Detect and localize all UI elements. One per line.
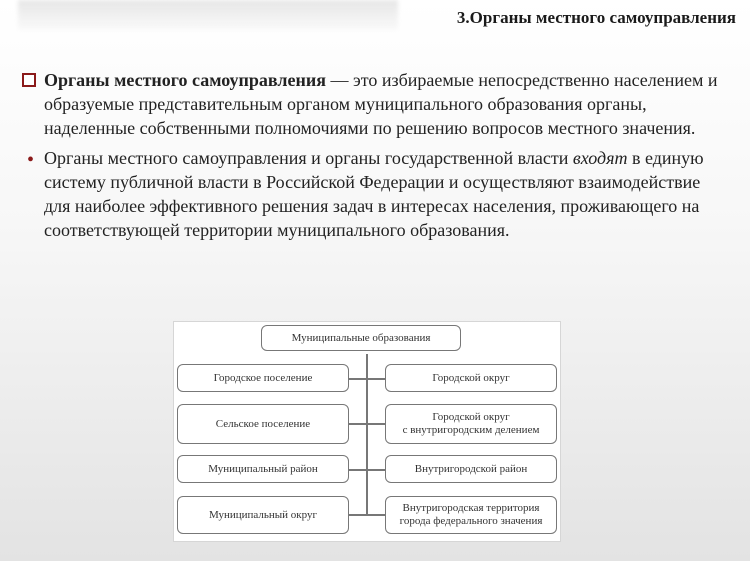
connector-row-4 <box>349 514 385 516</box>
bullet-italic-word: входят <box>572 148 628 168</box>
dot-bullet-icon: • <box>27 149 35 171</box>
diagram-right-box: Городской округ <box>385 364 557 392</box>
checkbox-bullet-icon <box>22 73 36 87</box>
diagram-left-box: Городское поселение <box>177 364 349 392</box>
diagram-right-box: Городской округ с внутригородским делени… <box>385 404 557 444</box>
bullet-list: Органы местного самоуправления — это изб… <box>22 68 722 248</box>
connector-row-3 <box>349 469 385 471</box>
diagram-right-box: Внутригородской район <box>385 455 557 483</box>
bullet-system: • Органы местного самоуправления и орган… <box>22 146 722 242</box>
faded-header-text <box>18 0 398 30</box>
bullet-text-after: в единую систему публичной власти в Росс… <box>44 148 704 240</box>
connector-trunk <box>366 354 368 514</box>
municipal-structure-diagram: Муниципальные образования Городское посе… <box>173 321 561 542</box>
bullet-text-before: Органы местного самоуправления и органы … <box>44 148 573 168</box>
slide-title: 3.Органы местного самоуправления <box>456 8 736 27</box>
diagram-left-box: Сельское поселение <box>177 404 349 444</box>
connector-row-2 <box>349 423 385 425</box>
diagram-right-box: Внутригородская территория города федера… <box>385 496 557 534</box>
diagram-root-box: Муниципальные образования <box>261 325 461 351</box>
bullet-definition-text: — это избираемые непосредственно населен… <box>44 70 718 138</box>
connector-row-1 <box>349 378 385 380</box>
diagram-left-box: Муниципальный район <box>177 455 349 483</box>
diagram-left-box: Муниципальный округ <box>177 496 349 534</box>
bullet-definition: Органы местного самоуправления — это изб… <box>22 68 722 140</box>
bullet-term: Органы местного самоуправления <box>44 70 326 90</box>
